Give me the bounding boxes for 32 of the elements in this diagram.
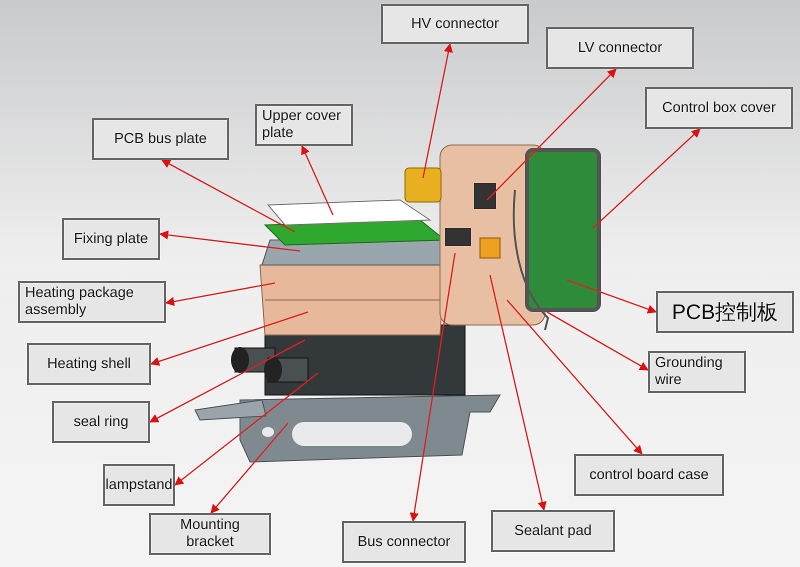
label-box: Fixing plate (62, 218, 160, 260)
leader-line (486, 68, 617, 200)
leader-line (165, 282, 276, 306)
label-box: Sealant pad (491, 510, 615, 552)
label-box: Bus connector (342, 521, 466, 563)
label-box: control board case (574, 454, 724, 496)
label-box: seal ring (52, 401, 150, 443)
label-box: Upper cover plate (255, 104, 353, 146)
label-box: Grounding wire (648, 351, 746, 393)
leader-line (150, 311, 308, 366)
leader-line (174, 372, 318, 486)
leader-line (210, 422, 288, 514)
leader-line (566, 279, 657, 314)
leader-line (506, 300, 643, 455)
leader-line (301, 145, 334, 216)
leader-line (489, 274, 547, 511)
label-box: Control box cover (645, 87, 793, 129)
label-box: LV connector (546, 27, 694, 69)
leader-line (410, 252, 456, 522)
leader-line (546, 311, 649, 371)
leader-line (149, 339, 306, 423)
leader-line (161, 159, 296, 233)
label-box: Heating package assembly (18, 281, 166, 323)
label-box: lampstand (103, 464, 175, 506)
leader-line (422, 43, 453, 178)
label-box: PCB bus plate (92, 118, 229, 160)
label-box: HV connector (381, 4, 529, 44)
leader-line (592, 128, 701, 228)
leader-line (159, 230, 300, 252)
label-box: PCB控制板 (656, 291, 794, 333)
label-box: Heating shell (27, 343, 151, 385)
label-box: Mounting bracket (149, 513, 271, 555)
